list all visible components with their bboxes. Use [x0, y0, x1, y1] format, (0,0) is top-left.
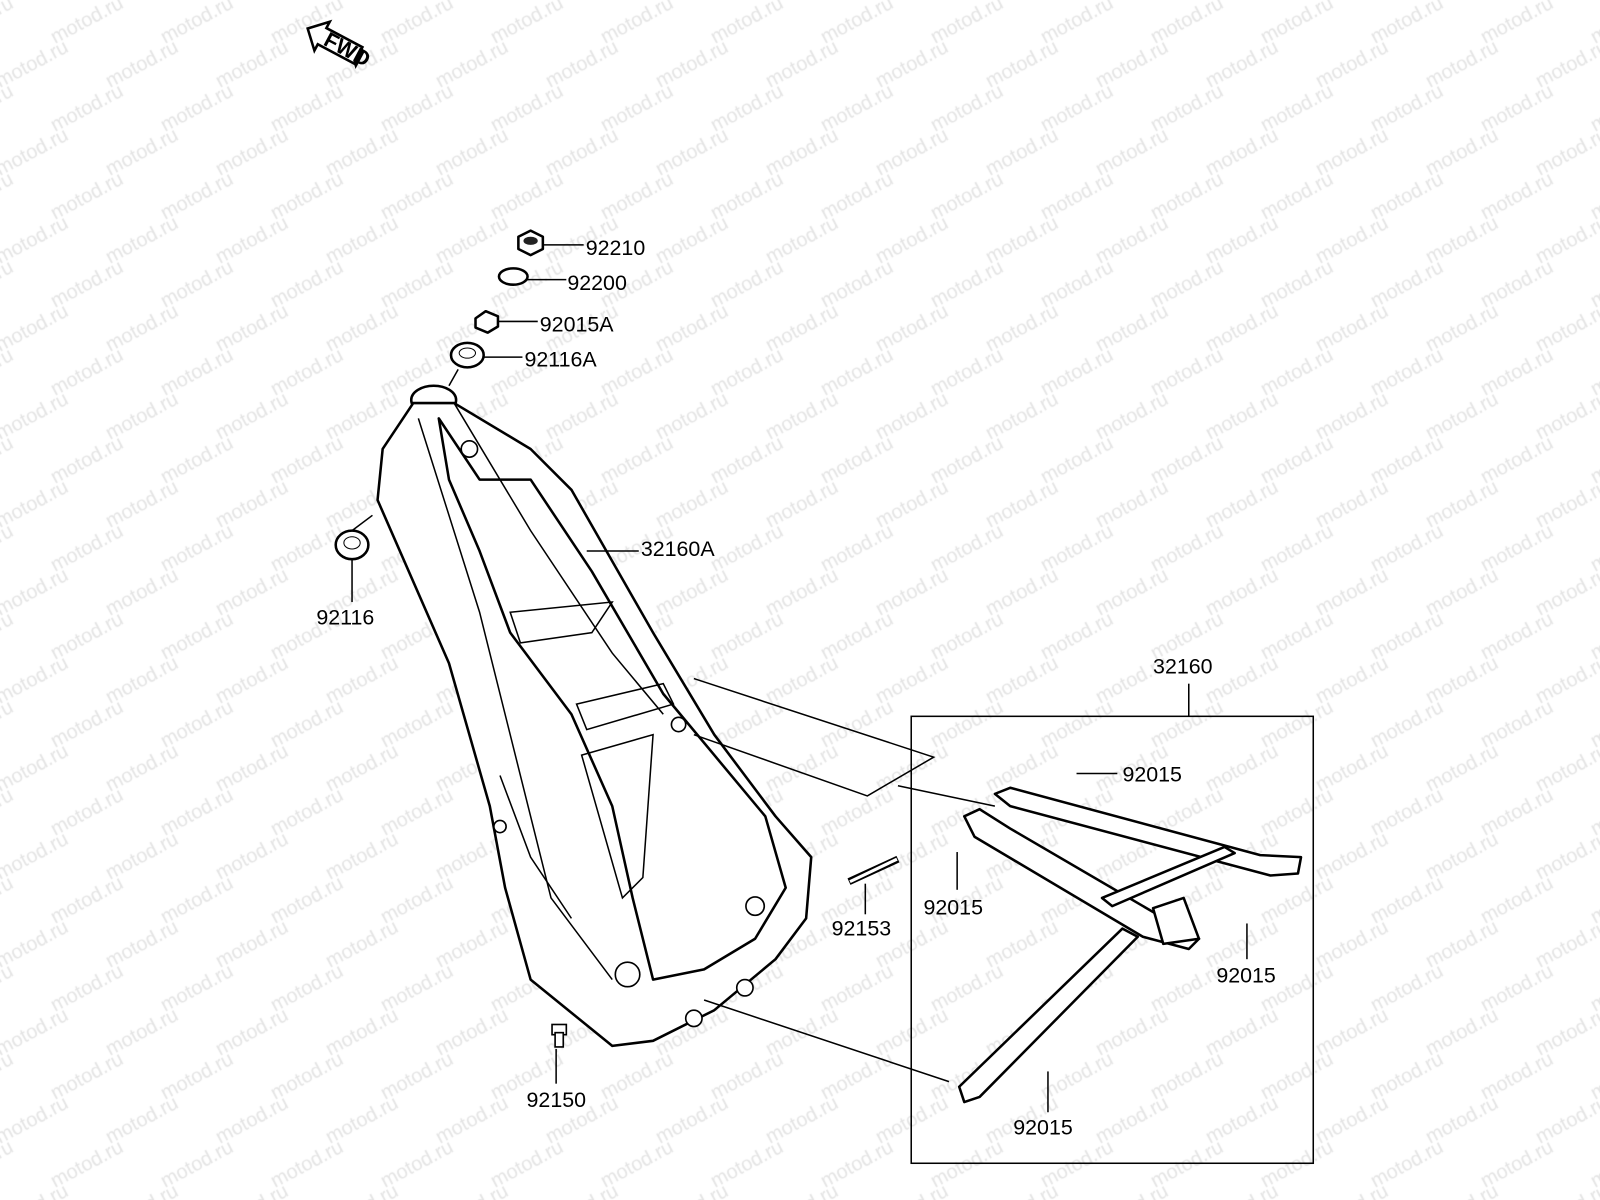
callout-92015-top: 92015 — [1122, 763, 1182, 787]
callout-92015a: 92015A — [540, 313, 615, 337]
callout-32160: 32160 — [1153, 654, 1213, 678]
callout-92116a: 92116A — [524, 347, 597, 371]
callout-92210: 92210 — [586, 236, 646, 260]
nut-92015a-icon — [474, 309, 500, 334]
callout-92153: 92153 — [832, 917, 892, 941]
callout-92150: 92150 — [527, 1088, 587, 1112]
bolt-92150-icon — [551, 1023, 568, 1048]
subframe-group-box — [910, 715, 1315, 1165]
washer-92200-icon — [497, 267, 529, 286]
callout-32160a: 32160A — [641, 537, 716, 561]
callout-92015-right: 92015 — [1216, 964, 1276, 988]
subframe-32160 — [910, 715, 1315, 1165]
fwd-label: FWD — [320, 28, 374, 72]
nut-92210-icon — [517, 229, 545, 257]
callout-92200: 92200 — [567, 271, 627, 295]
bearing-92116a-icon — [449, 341, 485, 369]
main-frame-32160a — [376, 384, 813, 1048]
callout-92116: 92116 — [316, 605, 374, 629]
leader-lines — [351, 244, 1248, 1113]
bolt-92153-icon — [847, 855, 900, 885]
fwd-arrow-icon: FWD — [306, 19, 374, 72]
callout-92015-left: 92015 — [923, 895, 983, 919]
callout-92015-bottom: 92015 — [1013, 1116, 1073, 1140]
bearing-92116-icon — [334, 529, 370, 561]
